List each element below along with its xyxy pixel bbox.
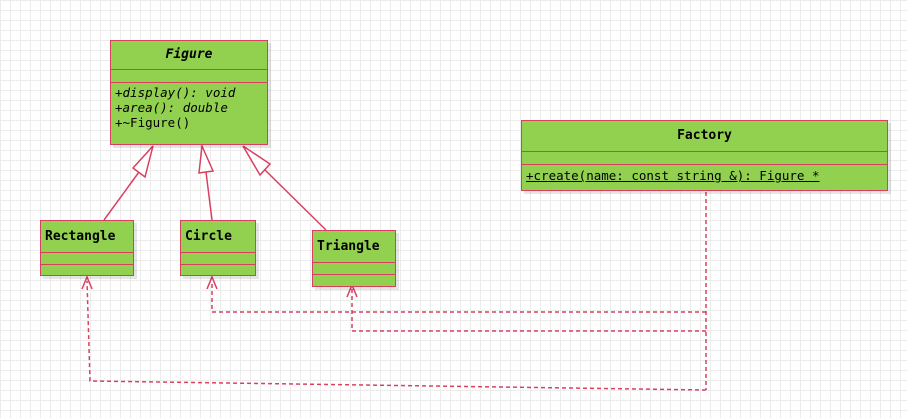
factory-operations-compartment: +create(name: const string &): Figure * — [522, 164, 887, 185]
rectangle-attributes-compartment — [41, 252, 133, 264]
circle-class-name: Circle — [185, 229, 232, 244]
triangle-generalization-arrowhead — [242, 145, 272, 177]
triangle-attributes-compartment — [313, 262, 395, 274]
factory-to-circle-dependency-line — [211, 281, 706, 313]
triangle-operations-compartment — [313, 274, 395, 275]
circle-dependency-arrowhead — [206, 275, 218, 290]
figure-operation-area: +area(): double — [115, 100, 228, 115]
generalization-arrowheads — [131, 143, 272, 179]
circle-generalization-arrowhead — [198, 143, 215, 174]
figure-operation-display: +display(): void — [115, 85, 236, 100]
triangle-to-figure-line — [264, 169, 327, 231]
rectangle-dependency-arrowhead — [81, 275, 93, 290]
dependency-links — [86, 192, 707, 391]
factory-class-name: Factory — [677, 128, 732, 143]
figure-operations-compartment: +display(): void +area(): double +~Figur… — [111, 82, 267, 132]
circle-attributes-compartment — [181, 252, 255, 264]
triangle-class[interactable]: Triangle — [312, 230, 396, 287]
factory-operation-create: +create(name: const string &): Figure * — [526, 168, 820, 183]
figure-operation-destructor: +~Figure() — [115, 115, 191, 130]
figure-class[interactable]: Figure +display(): void +area(): double … — [110, 40, 268, 145]
rectangle-class[interactable]: Rectangle — [40, 220, 134, 276]
rectangle-to-figure-line — [103, 171, 140, 221]
figure-class-name: Figure — [165, 47, 213, 62]
rectangle-generalization-arrowhead — [131, 145, 154, 179]
circle-to-figure-line — [205, 171, 213, 221]
factory-attributes-compartment — [522, 151, 887, 164]
rectangle-operations-compartment — [41, 264, 133, 265]
generalization-links — [103, 169, 327, 231]
triangle-class-name: Triangle — [317, 239, 380, 254]
rectangle-class-name: Rectangle — [45, 229, 116, 244]
circle-operations-compartment — [181, 264, 255, 265]
factory-class[interactable]: Factory +create(name: const string &): F… — [521, 120, 888, 191]
factory-to-rectangle-dependency-line — [86, 280, 707, 391]
figure-attributes-compartment — [111, 69, 267, 82]
factory-to-triangle-dependency-line — [351, 289, 706, 332]
circle-class[interactable]: Circle — [180, 220, 256, 276]
